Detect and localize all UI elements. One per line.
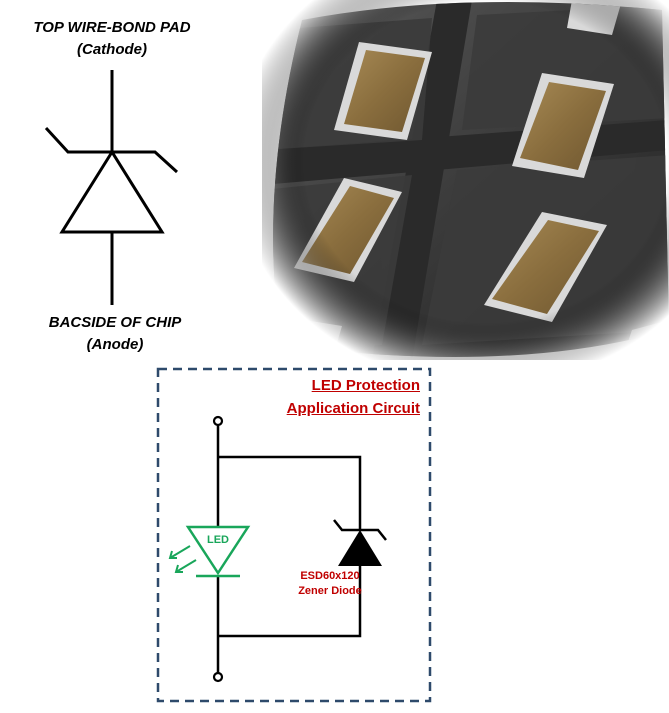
bottom-wire — [218, 566, 362, 638]
top-label-line1: TOP WIRE-BOND PAD — [33, 19, 191, 36]
zener-label-line1: ESD60x120 — [300, 570, 360, 582]
circuit-border — [156, 367, 432, 703]
zener-diode-symbol — [44, 70, 179, 305]
top-label-line2: (Cathode) — [77, 41, 147, 58]
zener-triangle — [338, 530, 382, 566]
circuit-title-line1: LED Protection — [311, 377, 420, 394]
led-label: LED — [207, 534, 229, 546]
bottom-terminal — [212, 671, 224, 683]
bottom-label-line1: BACSIDE OF CHIP — [48, 314, 182, 331]
top-wire — [218, 455, 362, 530]
zener-bar-circuit — [333, 519, 387, 541]
chip-tray-photo — [262, 0, 669, 360]
led-emission-arrows — [168, 545, 197, 573]
led-triangle — [185, 525, 251, 576]
circuit-title-line2: Application Circuit — [286, 400, 420, 417]
bottom-label-line2: (Anode) — [86, 336, 144, 353]
zener-label-line2: Zener Diode — [298, 585, 362, 597]
top-terminal — [212, 415, 224, 427]
